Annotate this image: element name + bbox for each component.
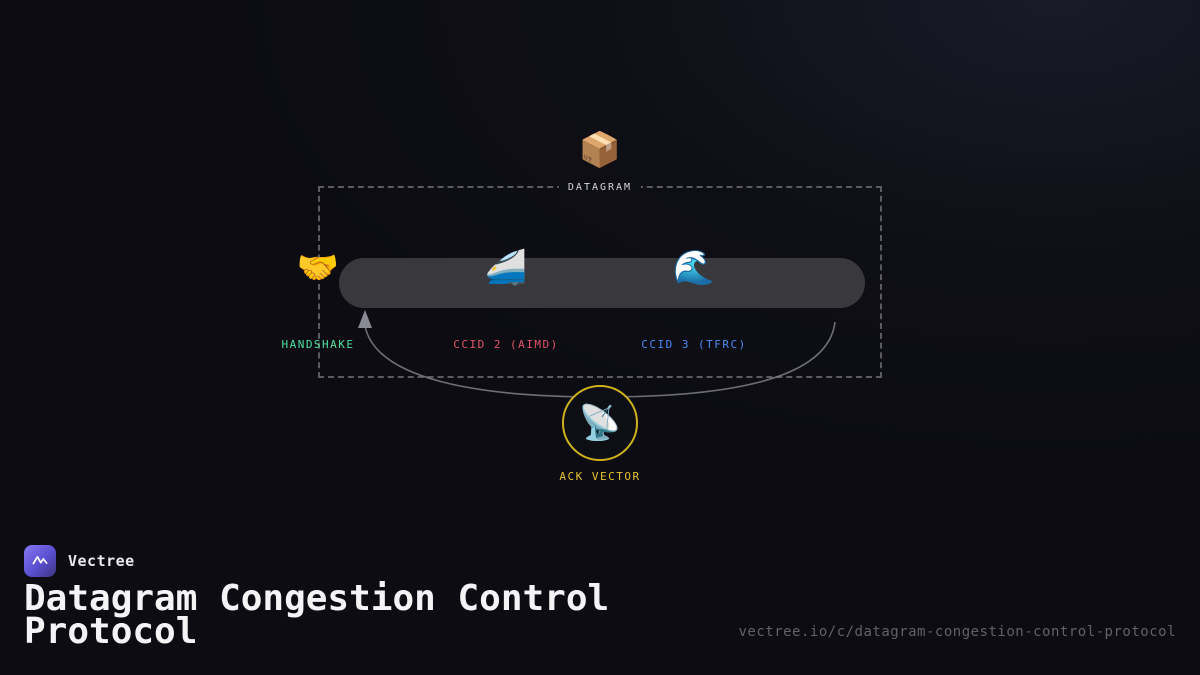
- page-title: Datagram Congestion Control Protocol: [24, 578, 610, 652]
- ack-vector-label: ACK VECTOR: [559, 470, 641, 483]
- datagram-label: DATAGRAM: [558, 180, 642, 195]
- arrowhead-icon: [358, 310, 372, 328]
- datagram-package-icon: 📦: [578, 130, 622, 170]
- brand-row: Vectree: [24, 545, 135, 577]
- satellite-dish-icon: 📡: [578, 403, 622, 443]
- pulse-icon: [32, 556, 48, 565]
- handshake-label: HANDSHAKE: [281, 338, 355, 351]
- ccid3-label: CCID 3 (TFRC): [641, 338, 747, 351]
- ccid3-wave-icon: 🌊: [672, 248, 716, 288]
- vectree-logo: [24, 545, 56, 577]
- ccid2-train-icon: 🚄: [484, 248, 528, 288]
- handshake-icon: 🤝: [296, 248, 340, 288]
- connection-pipeline-bar: [339, 258, 865, 308]
- connection-dashed-box: DATAGRAM: [318, 180, 882, 378]
- page-url: vectree.io/c/datagram-congestion-control…: [738, 624, 1176, 640]
- ccid2-label: CCID 2 (AIMD): [453, 338, 559, 351]
- brand-name: Vectree: [68, 552, 135, 570]
- ack-vector-node: 📡: [562, 385, 638, 461]
